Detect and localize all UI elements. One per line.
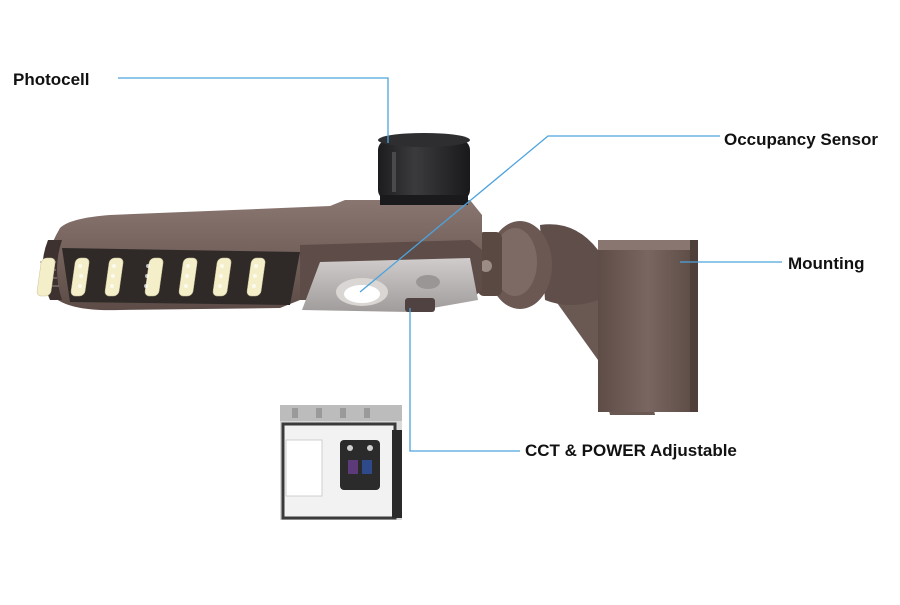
leader-lines xyxy=(118,77,782,452)
mounting-label: Mounting xyxy=(788,254,865,273)
driver-compartment-inset xyxy=(280,405,402,520)
swivel-knuckle xyxy=(478,221,552,309)
photocell-unit xyxy=(378,133,470,205)
photocell-label: Photocell xyxy=(13,70,90,89)
occupancy-sensor-label: Occupancy Sensor xyxy=(724,130,879,149)
cct-power-label: CCT & POWER Adjustable xyxy=(525,441,737,460)
leader-photocell xyxy=(118,77,389,143)
leader-cct xyxy=(409,308,520,452)
led-array xyxy=(36,248,300,305)
leader-occupancy xyxy=(359,135,720,293)
mounting-bracket xyxy=(540,224,698,415)
sensor-plate xyxy=(302,258,478,312)
